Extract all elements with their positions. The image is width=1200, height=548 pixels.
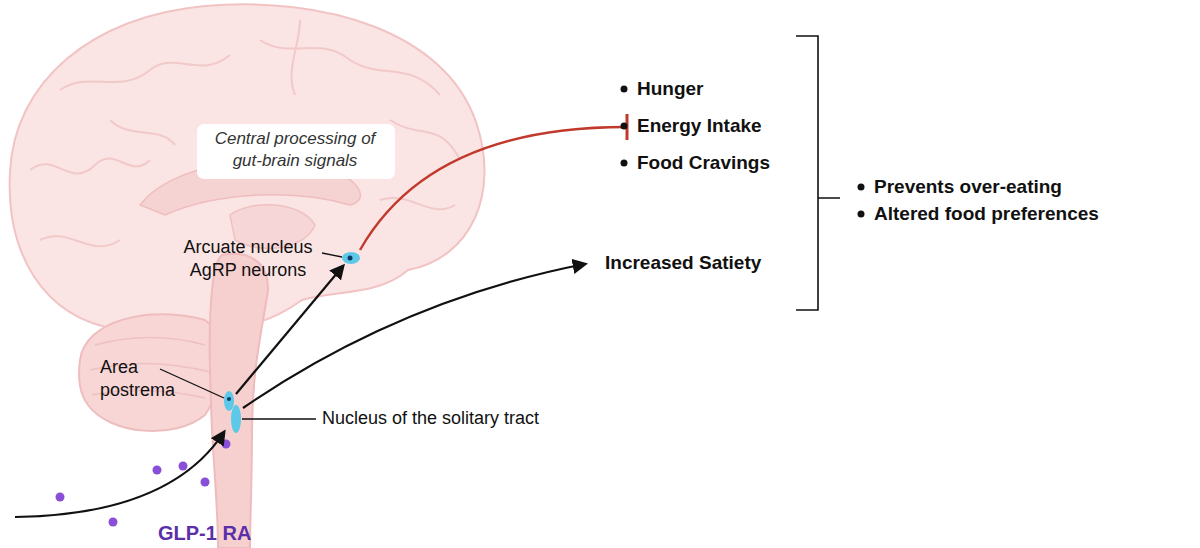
arcuate-nucleus-core <box>348 256 353 261</box>
area-postrema-core <box>227 397 231 401</box>
outcome-item: Prevents over-eating <box>874 175 1062 200</box>
leader-line <box>322 253 342 257</box>
caption-box: Central processing of gut-brain signals <box>197 124 395 179</box>
effect-item: Food Cravings <box>637 151 770 176</box>
arcuate-nucleus-blob <box>342 252 360 264</box>
effect-item: Hunger <box>637 77 704 102</box>
effect-item: Energy Intake <box>637 114 762 139</box>
area-postrema-blob <box>224 391 234 411</box>
glp1-arrow <box>15 432 224 517</box>
structure-label: Arcuate nucleus AgRP neurons <box>168 236 328 283</box>
leader-line <box>242 418 316 419</box>
structure-label: Area postrema <box>100 356 184 403</box>
glp1-particles <box>56 440 231 527</box>
solitary-tract-blob <box>231 405 241 433</box>
brainstem <box>210 254 268 548</box>
effect-item: Increased Satiety <box>605 251 761 276</box>
bracket <box>796 36 840 310</box>
nts-to-arcuate-arrow <box>236 266 343 394</box>
structure-label: Nucleus of the solitary tract <box>322 407 539 430</box>
nts-to-satiety-arrow <box>243 264 585 408</box>
outcome-item: Altered food preferences <box>874 202 1099 227</box>
inhibition-line <box>360 127 626 250</box>
box-text: Central processing of gut-brain signals <box>207 128 383 172</box>
drug-label: GLP-1 RA <box>158 520 251 546</box>
cerebellum <box>79 314 220 431</box>
